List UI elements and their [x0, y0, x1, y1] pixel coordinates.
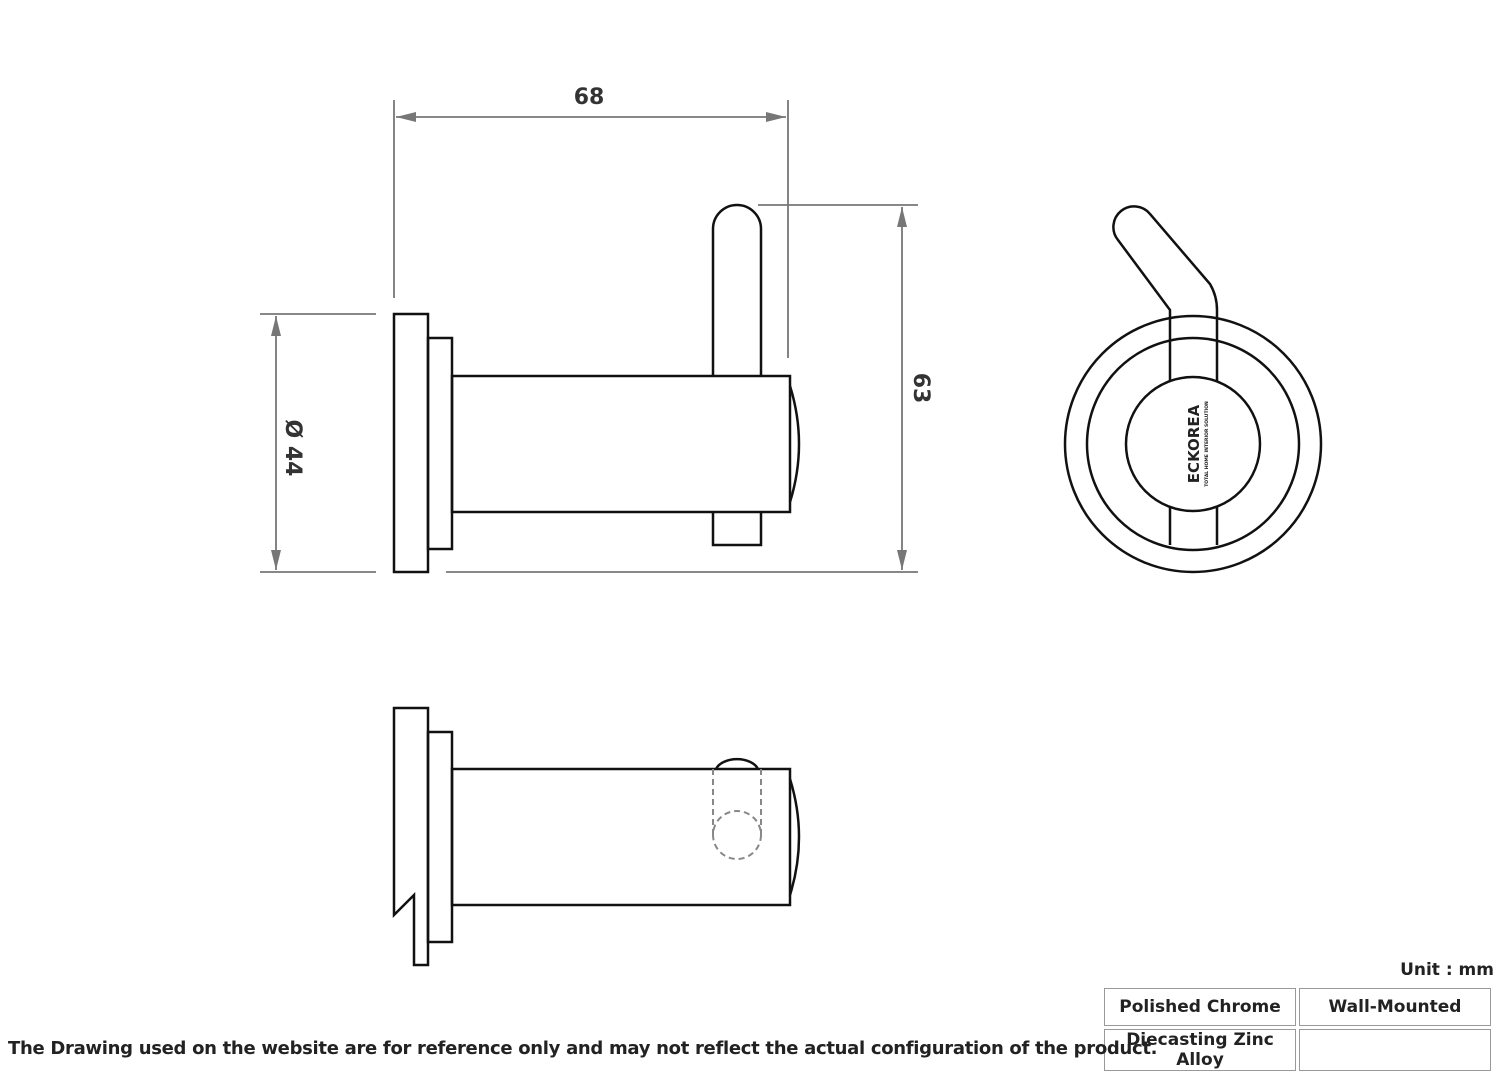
finish-cell: Polished Chrome [1104, 988, 1296, 1026]
dimension-width-label: 68 [574, 85, 605, 110]
unit-label: Unit : mm [1400, 960, 1494, 980]
dimension-diameter: Ø 44 [260, 313, 376, 573]
table-row: Polished Chrome Wall-Mounted [1104, 988, 1491, 1026]
dimension-63: 63 [446, 204, 933, 573]
dimension-68: 68 [393, 85, 789, 358]
side-view [392, 203, 801, 574]
spec-table: Polished Chrome Wall-Mounted Diecasting … [1101, 985, 1494, 1074]
logo-brand: ECKOREA [1185, 404, 1203, 483]
top-view [392, 706, 801, 967]
front-view: ECKOREA TOTAL HOME INTERIOR SOLUTION [1063, 205, 1323, 574]
dimension-height-label: 63 [908, 373, 933, 404]
dimension-diameter-label: Ø 44 [280, 420, 305, 477]
mount-cell: Wall-Mounted [1299, 988, 1491, 1026]
empty-cell [1299, 1029, 1491, 1071]
disclaimer-text: The Drawing used on the website are for … [8, 1038, 1158, 1059]
material-cell: Diecasting Zinc Alloy [1104, 1029, 1296, 1071]
logo-tagline: TOTAL HOME INTERIOR SOLUTION [1204, 401, 1210, 487]
table-row: Diecasting Zinc Alloy [1104, 1029, 1491, 1071]
